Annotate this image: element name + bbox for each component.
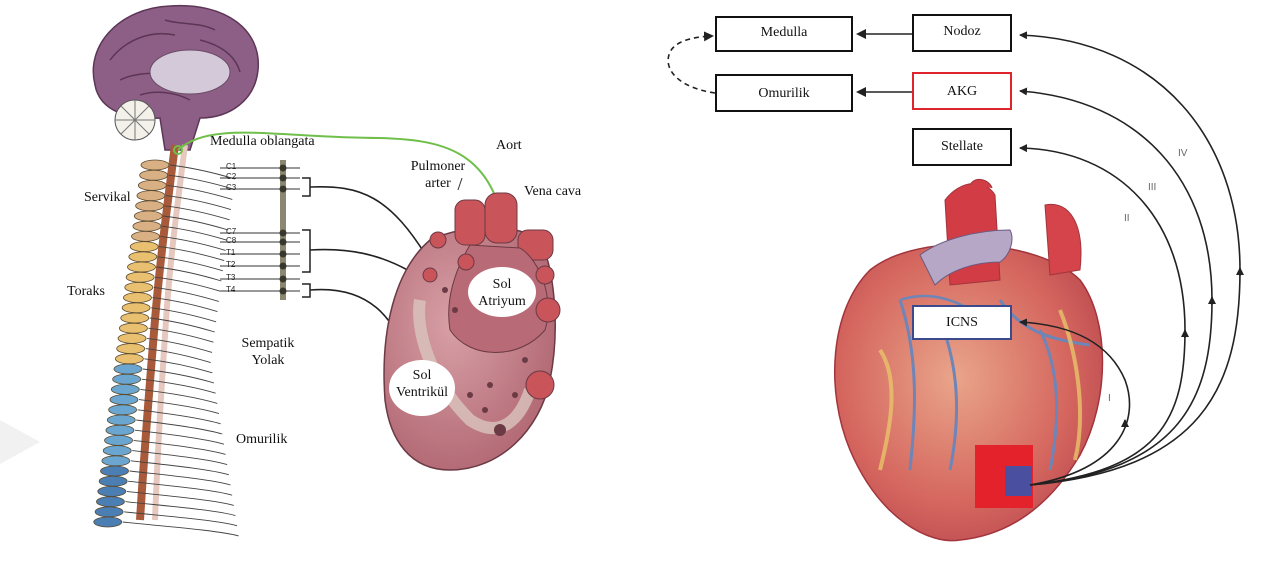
vertebra [115, 354, 143, 364]
sol-atriyum-label: Sol Atriyum [470, 276, 534, 310]
vertebra [125, 282, 153, 292]
servikal-label: Servikal [84, 190, 131, 206]
dashed-arrow-omurilik-to-medulla [668, 36, 715, 93]
aort-label: Aort [496, 138, 522, 154]
source-blue-square [1005, 466, 1032, 496]
nodoz-box: Nodoz [912, 14, 1012, 52]
medulla-oblangata-label: Medulla oblangata [210, 134, 315, 150]
heart-right-illustration [835, 179, 1103, 540]
medulla-box: Medulla [715, 16, 853, 52]
vertebra-level-label: C2 [226, 172, 236, 181]
vertebra [123, 293, 151, 303]
corner-mark [0, 420, 40, 464]
vertebra-level-label: C1 [226, 162, 236, 171]
vertebra-level-label: T4 [226, 285, 235, 294]
omurilik-box: Omurilik [715, 74, 853, 112]
vertebra-level-label: T1 [226, 248, 235, 257]
vertebra-level-label: C3 [226, 183, 236, 192]
vertebra [94, 517, 122, 527]
vertebra [140, 170, 168, 180]
toraks-label: Toraks [67, 284, 105, 300]
spinal-nerve [123, 522, 239, 536]
bracket-thoracic [302, 230, 310, 272]
vertebra [129, 252, 157, 262]
vertebra [98, 486, 126, 496]
pulmoner-arter-label: Pulmoner arter [403, 158, 473, 192]
vertebra-level-label: C7 [226, 227, 236, 236]
vertebra [96, 497, 124, 507]
vertebra [110, 395, 138, 405]
pathway-label-ii: II [1124, 213, 1130, 224]
vertebra [119, 323, 147, 333]
pathway-label-iii: III [1148, 182, 1156, 193]
arrow-cervical-to-heart [310, 187, 430, 262]
vertebra [109, 405, 137, 415]
omurilik-label: Omurilik [236, 432, 287, 448]
vertebra [103, 446, 131, 456]
bracket-t4 [302, 284, 310, 297]
vena-cava-label: Vena cava [524, 184, 581, 200]
vertebra [137, 191, 165, 201]
vertebra [134, 211, 162, 221]
vertebra [99, 476, 127, 486]
sempatik-yolak-label: Sempatik Yolak [240, 335, 296, 369]
vertebra [126, 272, 154, 282]
pathway-label-iv: IV [1178, 148, 1187, 159]
vertebra [101, 466, 129, 476]
vertebra [102, 456, 130, 466]
vertebra-level-label: T2 [226, 260, 235, 269]
vertebra [106, 425, 134, 435]
pathway-label-i: I [1108, 393, 1111, 404]
bracket-cervical [302, 178, 310, 196]
icns-box: ICNS [912, 305, 1012, 340]
vertebra [105, 435, 133, 445]
vertebra [141, 160, 169, 170]
stellate-box: Stellate [912, 128, 1012, 166]
vertebra [111, 384, 139, 394]
vertebra-level-label: T3 [226, 273, 235, 282]
vertebra [113, 374, 141, 384]
vertebra [122, 303, 150, 313]
heart-left-illustration [384, 193, 560, 470]
vertebra [130, 242, 158, 252]
vertebra [132, 231, 160, 241]
vertebra [128, 262, 156, 272]
sol-ventrikul-label: Sol Ventrikül [388, 367, 456, 401]
vertebra [121, 313, 149, 323]
akg-box: AKG [912, 72, 1012, 110]
vertebra [138, 180, 166, 190]
vertebra [107, 415, 135, 425]
vertebra-level-label: C8 [226, 236, 236, 245]
vertebra [95, 507, 123, 517]
vertebra [118, 333, 146, 343]
vertebra [117, 344, 145, 354]
vertebra [133, 221, 161, 231]
vertebra [114, 364, 142, 374]
vertebra [136, 201, 164, 211]
brain-illustration [93, 6, 258, 150]
